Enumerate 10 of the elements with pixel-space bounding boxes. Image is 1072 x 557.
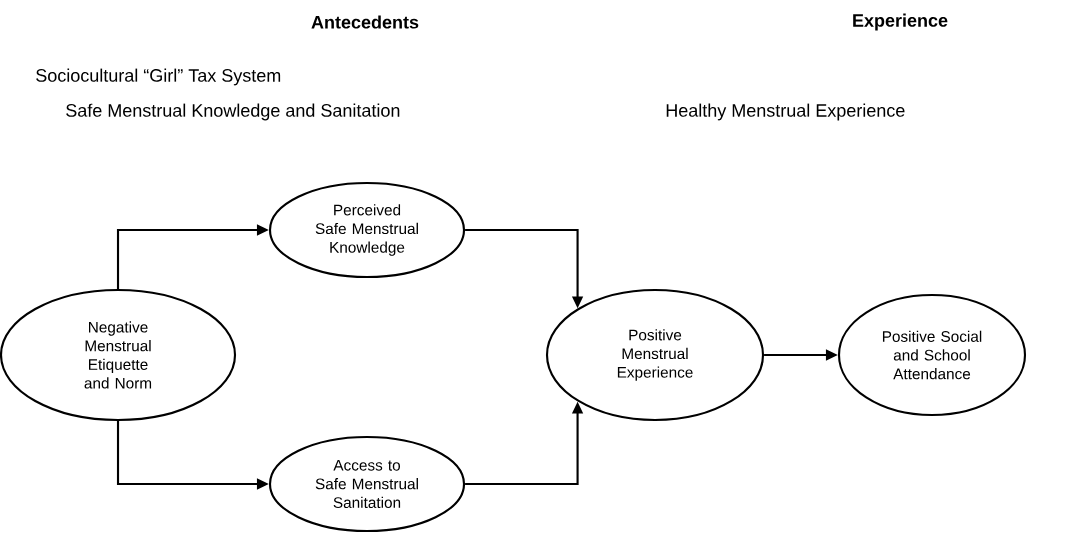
heading: Experience [853, 13, 948, 31]
ellipse-node: Access to Safe Menstrual Sanitation [268, 435, 466, 533]
ellipse-node: Positive Social and School Attendance [837, 293, 1027, 417]
text-label: Safe Menstrual Knowledge and Sanitation [66, 103, 400, 121]
ellipse-node: Perceived Safe Menstrual Knowledge [268, 181, 466, 279]
text-label: Healthy Menstrual Experience [666, 103, 905, 121]
heading: Antecedents [311, 15, 419, 29]
ellipse-node: Positive Menstrual Experience [545, 288, 765, 422]
ellipse-node: Negative Menstrual Etiquette and Norm [0, 288, 237, 422]
text-label: Sociocultural “Girl” Tax System [36, 68, 281, 86]
